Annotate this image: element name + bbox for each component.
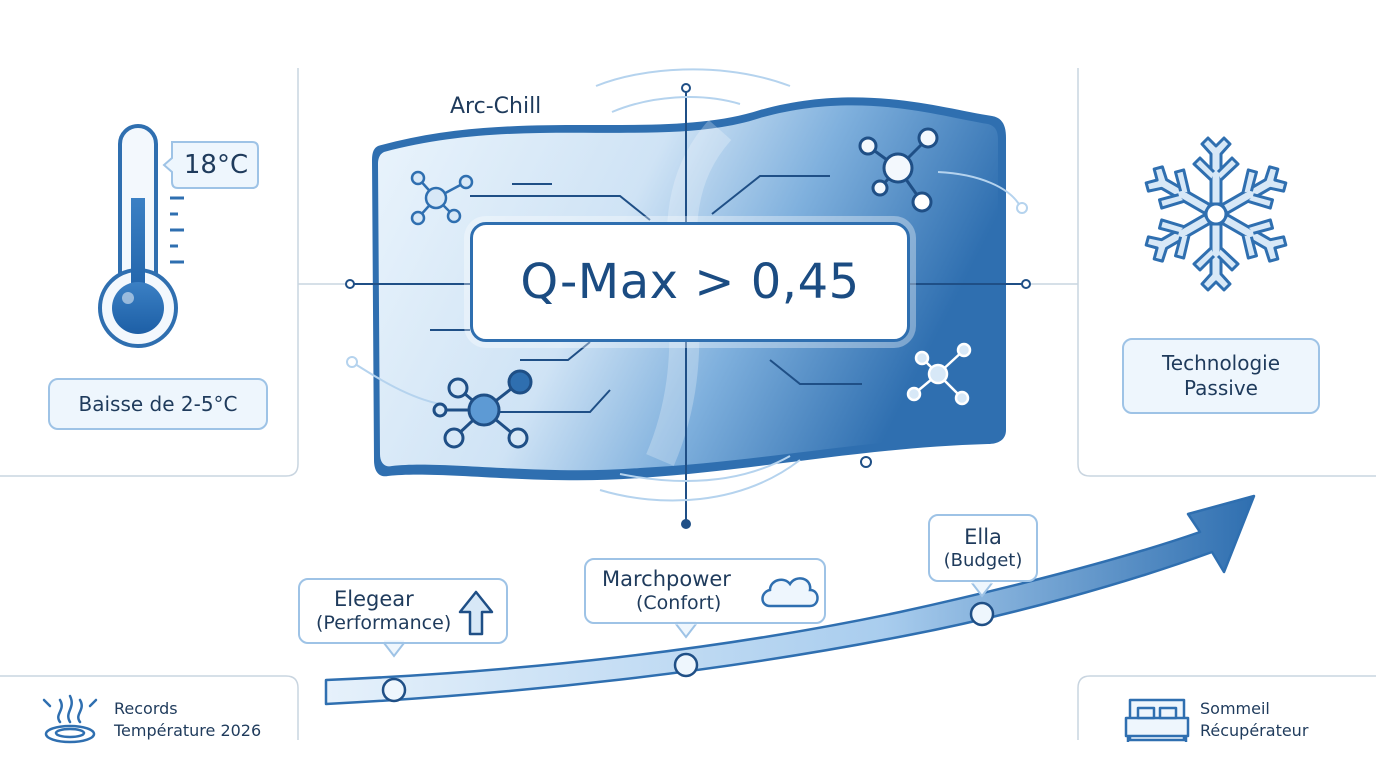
footer-left-caption: Records Température 2026 bbox=[114, 698, 261, 743]
brand-name-elegear: Elegear bbox=[334, 587, 414, 611]
bed-icon bbox=[1124, 698, 1190, 742]
thermometer-icon bbox=[98, 124, 259, 348]
arrow-up-icon bbox=[458, 590, 494, 636]
progression-arrow bbox=[324, 494, 1256, 706]
brand-callout-elegear: Elegear (Performance) bbox=[298, 578, 508, 644]
brand-name-marchpower: Marchpower bbox=[602, 567, 731, 591]
passive-technology-line2: Passive bbox=[1184, 376, 1258, 400]
footer-right-line2: Récupérateur bbox=[1200, 721, 1309, 741]
callout-pointers bbox=[383, 582, 993, 658]
brand-callout-marchpower: Marchpower (Confort) bbox=[584, 558, 826, 624]
temperature-reading: 18°C bbox=[183, 150, 249, 180]
molecule-icon bbox=[432, 369, 533, 449]
brand-tier-ella: (Budget) bbox=[943, 549, 1023, 571]
footer-right-line1: Sommeil bbox=[1200, 699, 1270, 718]
passive-technology-label: Technologie Passive bbox=[1122, 338, 1320, 414]
brand-tier-marchpower: (Confort) bbox=[636, 592, 722, 615]
footer-left-line2: Température 2026 bbox=[114, 721, 262, 741]
footer-left-line1: Records bbox=[114, 699, 178, 718]
node-dot bbox=[860, 456, 872, 468]
molecule-icon bbox=[858, 127, 939, 213]
fabric-title: Arc-Chill bbox=[450, 94, 542, 119]
qmax-metric-box: Q-Max > 0,45 bbox=[470, 222, 910, 342]
temperature-drop-text: Baisse de 2-5°C bbox=[78, 391, 238, 416]
temperature-drop-label: Baisse de 2-5°C bbox=[48, 378, 268, 430]
brand-tier-elegear: (Performance) bbox=[316, 612, 452, 635]
cloud-icon bbox=[761, 577, 819, 608]
passive-technology-line1: Technologie bbox=[1161, 351, 1281, 375]
qmax-metric: Q-Max > 0,45 bbox=[520, 254, 860, 310]
footer-right-caption: Sommeil Récupérateur bbox=[1200, 698, 1308, 743]
brand-callout-ella: Ella (Budget) bbox=[928, 514, 1038, 582]
brand-name-ella: Ella bbox=[964, 524, 1002, 549]
heat-waves-icon bbox=[42, 694, 98, 744]
snowflake-icon bbox=[1137, 136, 1295, 292]
molecule-icon bbox=[410, 170, 474, 226]
molecule-icon bbox=[906, 342, 972, 406]
light-traces bbox=[346, 68, 1028, 502]
panel-borders bbox=[0, 68, 1376, 740]
